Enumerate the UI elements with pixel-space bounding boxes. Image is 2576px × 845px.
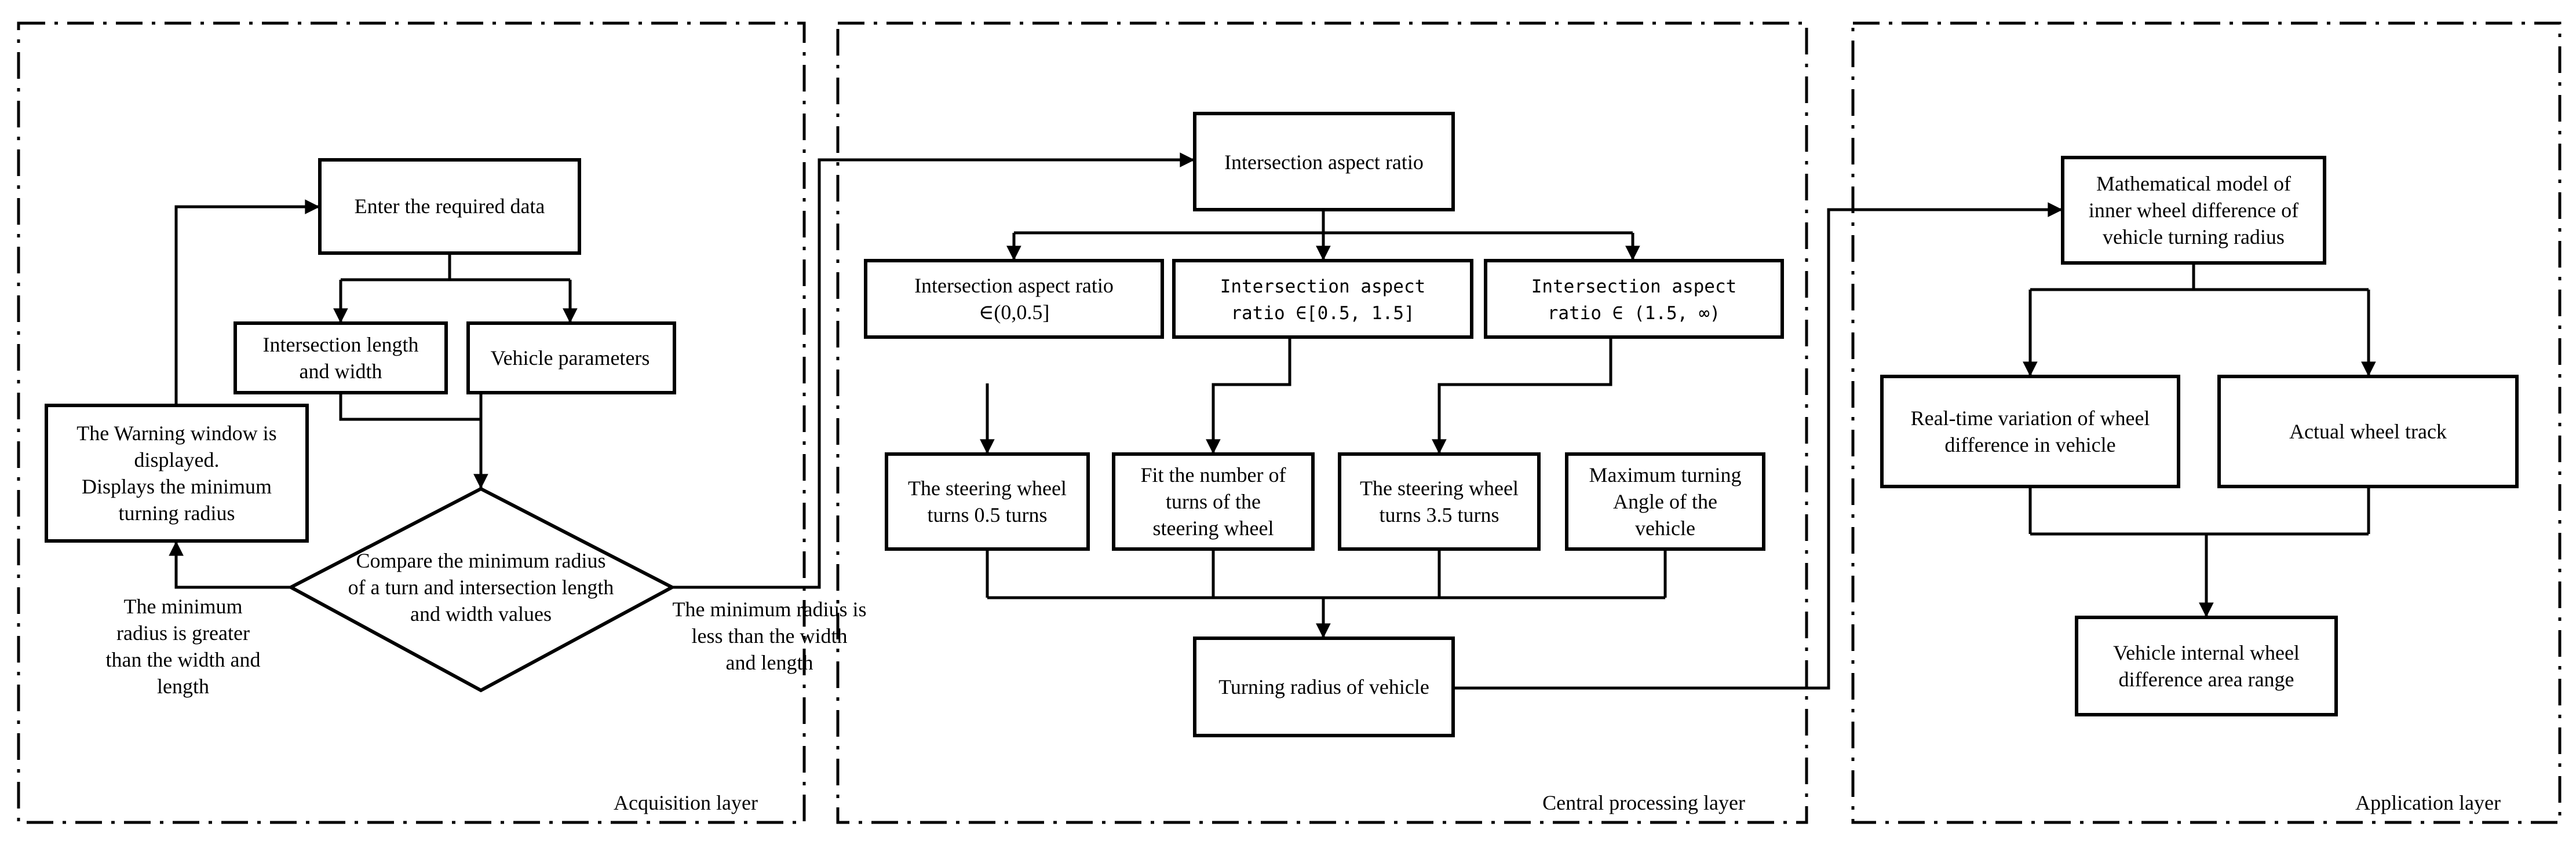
edge-label-radius-less: The minimum radius is less than the width… (673, 598, 867, 674)
central-processing-layer-label: Central processing layer (1542, 791, 1745, 814)
node-compare-decision: Compare the minimum radius of a turn and … (287, 486, 676, 693)
node-enter-required-data: Enter the required data (318, 158, 581, 255)
central-processing-layer-frame (836, 21, 1808, 824)
application-layer-label: Application layer (2355, 791, 2501, 814)
text-line: turns 3.5 turns (1380, 503, 1499, 526)
text-line: steering wheel (1153, 517, 1274, 540)
text-line: ratio ∈[0.5, 1.5] (1231, 303, 1414, 324)
text-line: The Warning window is (76, 422, 276, 445)
text-line: turns 0.5 turns (928, 503, 1048, 526)
text-line: Intersection aspect (1531, 276, 1737, 297)
text-line: Vehicle internal wheel (2113, 641, 2300, 664)
text-line: Intersection aspect (1220, 276, 1426, 297)
text-line: radius is greater (116, 621, 250, 645)
node-vehicle-parameters: Vehicle parameters (466, 321, 676, 394)
text-line: Real-time variation of wheel (1911, 407, 2150, 430)
node-mathematical-model: Mathematical model of inner wheel differe… (2061, 156, 2326, 265)
text-line: and length (726, 651, 813, 674)
text-line: and width values (410, 602, 552, 625)
text-line: turning radius (119, 502, 235, 525)
text-line: Fit the number of (1141, 463, 1286, 486)
edge-inputs-to-compare (339, 393, 483, 421)
text-line: The minimum (124, 595, 243, 618)
node-realtime-wheel-difference: Real-time variation of wheel difference i… (1880, 375, 2180, 488)
edge-label-radius-greater: The minimum radius is greater than the wid… (106, 595, 261, 698)
edge-warning-to-enter (174, 199, 320, 405)
text-line: and width (300, 360, 382, 383)
edge-compare-to-warning (169, 541, 291, 589)
node-internal-wheel-difference-area: Vehicle internal wheel difference area ra… (2075, 616, 2338, 716)
edge-turning-radius-to-model (1453, 202, 2063, 690)
text-line: The minimum radius is (673, 598, 867, 621)
text-line: Compare the minimum radius (356, 549, 606, 572)
text-line: than the width and (106, 648, 261, 671)
node-actual-wheel-track: Actual wheel track (2217, 375, 2519, 488)
text-line: difference area range (2118, 668, 2294, 691)
text-line: inner wheel difference of (2089, 199, 2298, 222)
text-line: Displays the minimum (82, 475, 272, 498)
node-turning-radius-of-vehicle: Turning radius of vehicle (1193, 637, 1455, 737)
text-line: Actual wheel track (2289, 420, 2447, 443)
text-line: Maximum turning (1589, 463, 1742, 486)
text-line: Intersection length (263, 333, 419, 356)
application-layer-frame (1851, 21, 2562, 824)
node-warning-window: The Warning window is displayed. Displays … (45, 404, 309, 543)
node-steering-0-5-turns: The steering wheel turns 0.5 turns (885, 452, 1090, 551)
text-line: less than the width (692, 624, 848, 648)
svg-text:Enter the required data: Enter the required data (355, 195, 545, 218)
text-line: of a turn and intersection length (348, 576, 614, 599)
text-line: turns of the (1166, 490, 1261, 513)
edge-ratio-c-to-steer-35 (1432, 337, 1612, 454)
text-line: Intersection aspect ratio (1224, 151, 1424, 174)
edge-ratio-b-to-fit-turns (1206, 337, 1291, 454)
svg-text:Turning radius of vehicle: Turning radius of vehicle (1218, 675, 1429, 698)
edge-compare-to-aspect-ratio (672, 152, 1195, 589)
acquisition-layer-frame (17, 21, 806, 824)
node-ratio-0-to-0-5: Intersection aspect ratio ∈(0,0.5] (864, 259, 1164, 339)
node-ratio-1-5-to-infinity: Intersection aspect ratio ∈ (1.5, ∞) (1484, 259, 1784, 339)
text-line: vehicle (1635, 517, 1695, 540)
text-line: difference in vehicle (1944, 433, 2115, 456)
node-fit-number-of-turns: Fit the number of turns of the steering wh… (1112, 452, 1315, 551)
text-line: ∈(0,0.5] (979, 301, 1050, 324)
acquisition-layer-label: Acquisition layer (614, 791, 758, 814)
text-line: Vehicle parameters (491, 346, 650, 370)
node-ratio-0-5-to-1-5: Intersection aspect ratio ∈[0.5, 1.5] (1172, 259, 1473, 339)
text-line: displayed. (134, 448, 220, 471)
text-line: Enter the required data (355, 195, 545, 218)
text-line: Angle of the (1613, 490, 1717, 513)
svg-text:Vehicle parameters: Vehicle parameters (491, 346, 650, 370)
node-steering-3-5-turns: The steering wheel turns 3.5 turns (1338, 452, 1541, 551)
node-intersection-aspect-ratio: Intersection aspect ratio (1193, 112, 1455, 211)
text-line: The steering wheel (908, 477, 1067, 500)
text-line: Intersection aspect ratio (914, 274, 1114, 297)
text-line: The steering wheel (1360, 477, 1519, 500)
svg-text:Actual wheel track: Actual wheel track (2289, 420, 2447, 443)
svg-text:Intersection aspect ratio: Intersection aspect ratio (1224, 151, 1424, 174)
node-intersection-length-width: Intersection length and width (233, 321, 448, 394)
text-line: ratio ∈ (1.5, ∞) (1548, 303, 1721, 324)
text-line: length (157, 675, 209, 698)
text-line: vehicle turning radius (2103, 225, 2285, 248)
svg-text:Intersection aspect ratio∈(0,0: Intersection aspect ratio ∈(0,0.5] (914, 274, 1114, 324)
text-line: Turning radius of vehicle (1218, 675, 1429, 698)
text-line: Mathematical model of (2096, 172, 2291, 195)
